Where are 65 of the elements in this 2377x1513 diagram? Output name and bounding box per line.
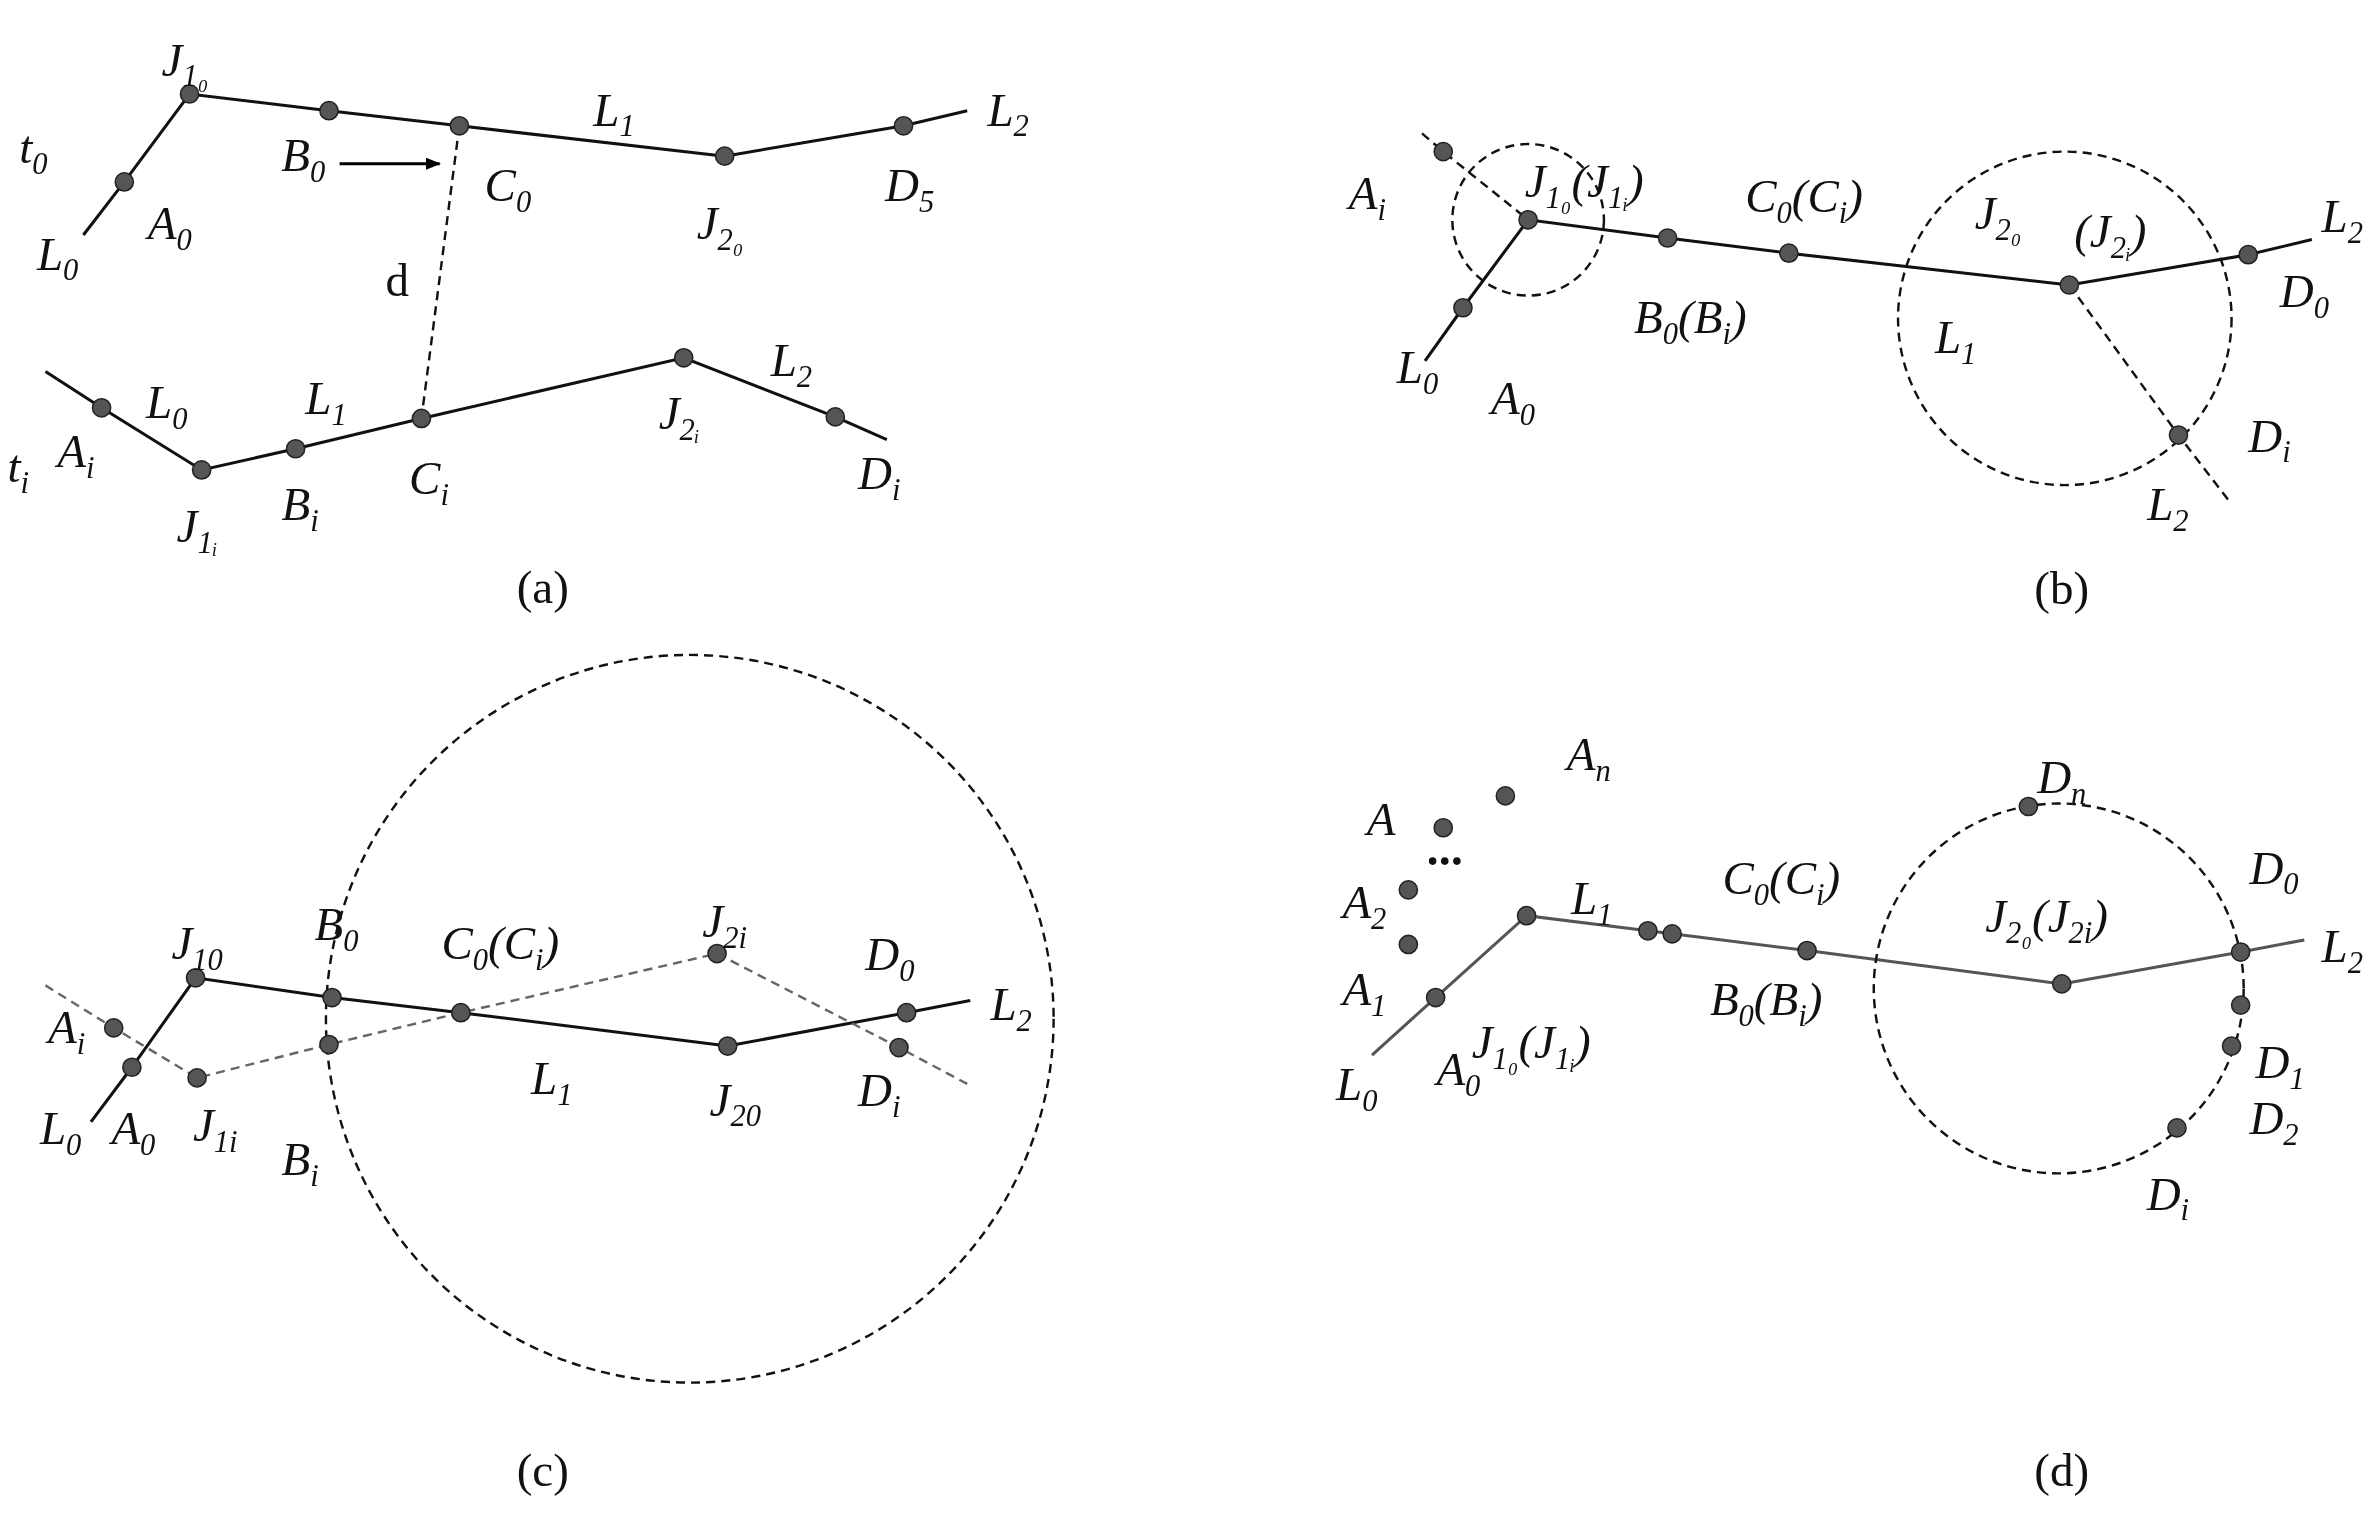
- point-label: B$_{0}$: [281, 131, 326, 187]
- point-label: D$_{i}$: [2146, 1170, 2190, 1226]
- point-label: J$_{2₀}$(J$_{2i}$): [1985, 892, 2108, 948]
- point-label: L$_{2}$: [987, 86, 1029, 142]
- point-label: t$_{i}$: [7, 442, 29, 498]
- point-label: L$_{2}$: [2147, 480, 2189, 536]
- panel-caption: (d): [2034, 1447, 2090, 1494]
- point-label: C$_{i}$: [409, 454, 449, 510]
- point-label: J$_{1ᵢ}$: [176, 503, 218, 559]
- point-label: J$_{1i}$: [192, 1101, 238, 1157]
- point-label: J$_{2₀}$: [1974, 189, 2022, 245]
- point-label: A$_{i}$: [1348, 169, 1387, 225]
- panel-caption: (a): [516, 563, 569, 611]
- point-label: D$_{0}$: [2279, 268, 2329, 324]
- point-label: D$_{i}$: [2248, 412, 2291, 468]
- point-label: L$_{0}$: [1336, 1060, 1378, 1117]
- panel-caption: (b): [2034, 564, 2090, 612]
- point-label: D$_{1}$: [2255, 1038, 2305, 1094]
- point-label: L$_{0}$: [146, 378, 188, 434]
- point-label: L$_{1}$: [1934, 313, 1977, 369]
- point-label: A: [1366, 795, 1396, 843]
- point-label: D$_{i}$: [858, 1067, 901, 1123]
- point-label: A$_{0}$: [111, 1104, 156, 1160]
- point-label: A$_{2}$: [1342, 879, 1387, 935]
- point-label: B$_{i}$: [281, 1135, 319, 1191]
- panel-caption: d: [385, 256, 409, 304]
- point-label: J$_{1₀}$: [161, 36, 209, 92]
- point-label: (J$_{2ᵢ}$): [2074, 207, 2147, 263]
- point-label: J$_{20}$: [709, 1076, 761, 1132]
- point-label: L$_{1}$: [593, 86, 635, 142]
- point-label: B$_{0}$(B$_{i}$): [1709, 976, 1823, 1032]
- point-label: L$_{2}$: [2321, 923, 2363, 979]
- point-label: D$_{i}$: [858, 450, 901, 506]
- point-label: L$_{0}$: [39, 1104, 82, 1160]
- point-label: A$_{0}$: [147, 199, 192, 255]
- point-label: A$_{n}$: [1566, 730, 1611, 786]
- point-label: L$_{2}$: [990, 980, 1032, 1036]
- point-label: J$_{2₀}$: [696, 199, 744, 255]
- point-label: B$_{0}$(B$_{i}$): [1634, 293, 1747, 349]
- point-label: L$_{1}$: [531, 1054, 573, 1110]
- point-label: D$_{5}$: [885, 161, 935, 218]
- point-label: A$_{0}$: [1490, 374, 1535, 430]
- point-label: D$_{n}$: [2037, 753, 2087, 809]
- point-label: C$_{0}$(C$_{i}$): [1745, 172, 1863, 228]
- point-label: L$_{0}$: [1396, 343, 1439, 399]
- point-label: C$_{0}$: [484, 161, 532, 218]
- panel-caption: (c): [516, 1447, 569, 1494]
- point-label: L$_{2}$: [2321, 192, 2363, 248]
- point-label: D$_{0}$: [865, 930, 915, 986]
- point-label: B$_{0}$: [314, 900, 359, 956]
- point-label: D$_{2}$: [2249, 1094, 2299, 1150]
- point-label: D$_{0}$: [2249, 844, 2299, 900]
- point-label: A$_{1}$: [1342, 965, 1387, 1021]
- point-label: C$_{0}$(C$_{i}$): [1722, 854, 1841, 910]
- point-label: J$_{2ᵢ}$: [658, 389, 700, 445]
- point-label: J$_{10}$: [171, 919, 223, 976]
- point-label: L$_{1}$: [305, 374, 347, 430]
- point-label: J$_{2i}$: [702, 897, 747, 953]
- point-label: J$_{1₀}$(J$_{1ᵢ}$): [1524, 157, 1644, 213]
- point-label: B$_{i}$: [281, 480, 319, 536]
- point-label: C$_{0}$(C$_{i}$): [441, 919, 560, 976]
- point-label: L$_{2}$: [770, 336, 813, 392]
- point-label: L$_{1}$: [1571, 874, 1613, 930]
- point-label: L$_{0}$: [36, 230, 79, 286]
- point-label: t$_{0}$: [19, 124, 48, 180]
